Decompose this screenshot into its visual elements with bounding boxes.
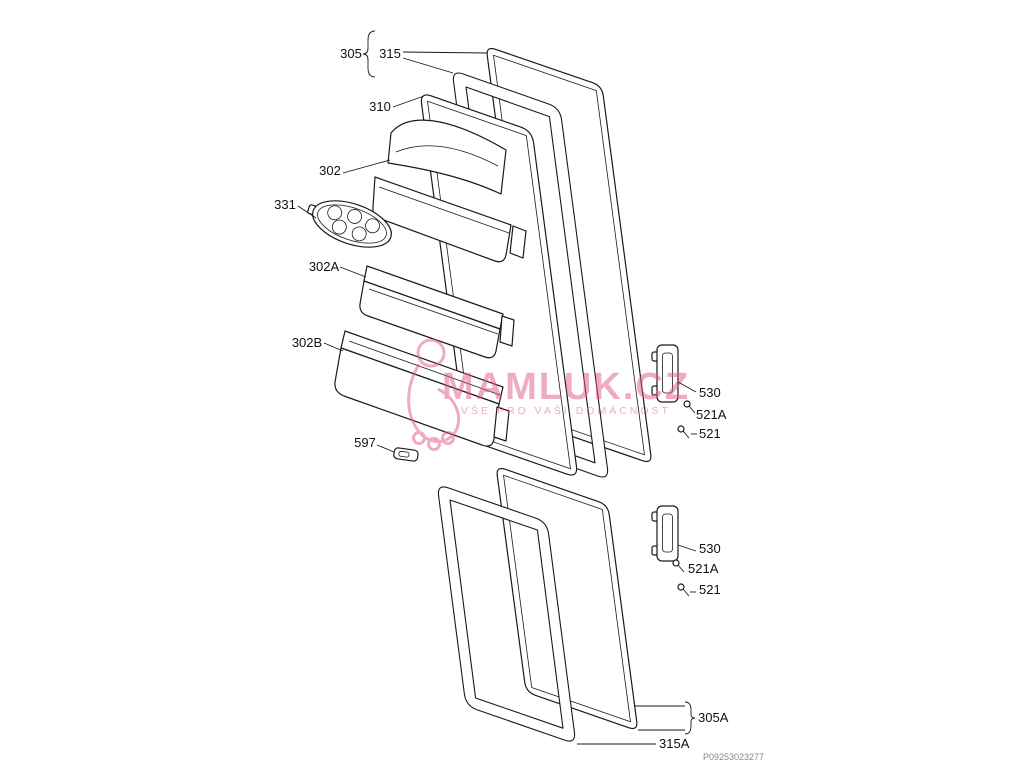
door-handle-upper-530 xyxy=(651,344,679,403)
leader-line-302a xyxy=(339,266,367,278)
label-331: 331 xyxy=(274,197,296,212)
screw-521a-lower xyxy=(672,559,685,573)
label-530-upper: 530 xyxy=(699,385,721,400)
door-handle-lower-530 xyxy=(651,505,679,562)
watermark-title: MAMLUK.CZ xyxy=(442,366,690,408)
screw-521-upper xyxy=(677,425,690,439)
label-597: 597 xyxy=(354,435,376,450)
leader-line-530-lower xyxy=(677,544,697,552)
leader-line-302 xyxy=(342,159,391,174)
lower-door-panel xyxy=(496,467,638,730)
leader-line-530-upper xyxy=(677,381,697,393)
lower-door-gasket xyxy=(437,486,576,742)
screw-521a-upper xyxy=(683,400,696,414)
label-315a: 315A xyxy=(659,736,690,751)
brace-305 xyxy=(362,30,376,78)
watermark: MAMLUK.CZ VŠE PRO VAŠI DOMÁCNOST xyxy=(407,338,690,451)
brace-305a xyxy=(684,701,696,735)
label-521a-upper: 521A xyxy=(696,407,727,422)
callouts: 305 315 310 302 331 302A 302B 597 530 52… xyxy=(274,30,729,751)
egg-tray-331 xyxy=(307,200,392,248)
watermark-subtitle: VŠE PRO VAŠI DOMÁCNOST xyxy=(461,404,671,417)
leader-line-315 xyxy=(402,57,454,74)
label-305a: 305A xyxy=(698,710,729,725)
doc-code: P09253023277 xyxy=(703,752,764,762)
screw-521-lower xyxy=(677,583,690,597)
label-310: 310 xyxy=(369,99,391,114)
watermark-logo-icon xyxy=(407,338,461,451)
label-302: 302 xyxy=(319,163,341,178)
door-bin-302a xyxy=(359,265,515,359)
fixing-clip-597 xyxy=(393,447,419,462)
label-521-lower: 521 xyxy=(699,582,721,597)
label-302b: 302B xyxy=(292,335,322,350)
leader-line-302b xyxy=(323,342,344,352)
label-521-upper: 521 xyxy=(699,426,721,441)
leader-line-305 xyxy=(402,51,488,54)
leader-line-310 xyxy=(392,95,425,108)
dairy-compartment-302 xyxy=(372,119,527,263)
leader-line-597 xyxy=(376,444,395,453)
label-521a-lower: 521A xyxy=(688,561,719,576)
label-305: 305 xyxy=(340,46,362,61)
label-315: 315 xyxy=(379,46,401,61)
label-530-lower: 530 xyxy=(699,541,721,556)
leader-line-331 xyxy=(297,205,317,219)
label-302a: 302A xyxy=(309,259,340,274)
